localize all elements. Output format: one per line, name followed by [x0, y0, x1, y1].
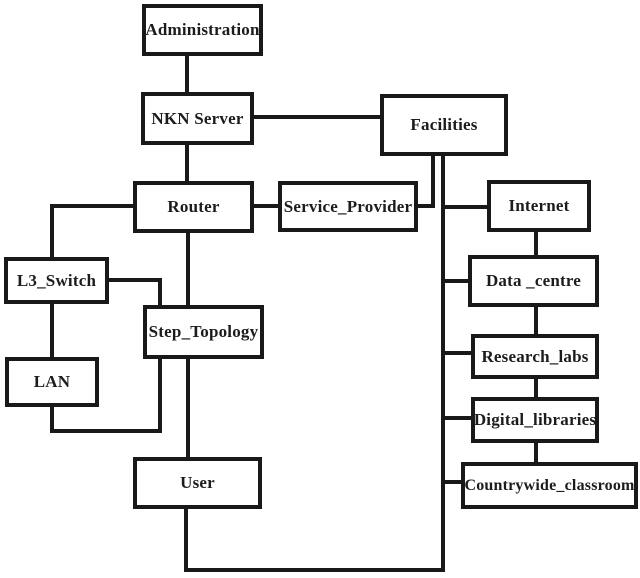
connector-l3-switch-step-topology-horizontal [107, 278, 162, 282]
connector-router-service-provider [252, 204, 280, 208]
node-internet: Internet [487, 180, 591, 232]
connector-nkn-server-router [185, 143, 189, 183]
connector-step-topology-user [186, 356, 190, 459]
connector-l3-switch-lan [50, 302, 54, 359]
connector-trunk-research-labs [445, 351, 473, 355]
connector-trunk-countrywide-classroom [445, 480, 463, 484]
connector-data-centre-research-labs [534, 305, 538, 336]
connector-lan-loop-horizontal [50, 429, 162, 433]
connector-router-l3-switch-vertical [50, 204, 54, 259]
connector-trunk-internet [445, 205, 489, 209]
node-lan: LAN [5, 357, 99, 407]
connector-lan-loop-down [50, 404, 54, 433]
node-service-provider: Service_Provider [278, 181, 418, 232]
connector-l3-switch-step-topology-vertical [158, 278, 162, 307]
connector-user-bottom-vertical [184, 506, 188, 572]
connector-router-step-topology [186, 231, 190, 307]
connector-user-trunk-bottom-horizontal [184, 568, 445, 572]
node-digital-libraries: Digital_libraries [471, 397, 599, 443]
connector-facilities-service-provider-vertical [431, 154, 435, 208]
node-step-topology: Step_Topology [143, 305, 264, 359]
connector-trunk-digital-libraries [445, 416, 473, 420]
node-data-centre: Data _centre [468, 255, 599, 307]
connector-trunk-data-centre [445, 279, 470, 283]
connector-administration-nkn-server [185, 54, 189, 94]
node-nkn-server: NKN Server [141, 92, 254, 145]
connector-nkn-server-facilities [252, 115, 382, 119]
connector-research-labs-digital-libraries [534, 376, 538, 399]
connector-facilities-trunk-vertical [441, 154, 445, 572]
node-facilities: Facilities [380, 94, 508, 156]
connector-facilities-service-provider-horizontal [415, 204, 435, 208]
connector-router-l3-switch-horizontal [50, 204, 135, 208]
node-countrywide-classroom: Countrywide_classroom [461, 462, 638, 509]
connector-lan-loop-up-step-topology [158, 356, 162, 433]
node-research-labs: Research_labs [471, 334, 599, 379]
node-router: Router [133, 181, 254, 233]
node-administration: Administration [142, 4, 263, 56]
node-user: User [133, 457, 262, 509]
node-l3-switch: L3_Switch [4, 257, 109, 304]
connector-digital-libraries-countrywide-classroom [534, 440, 538, 464]
connector-internet-data-centre [534, 230, 538, 257]
